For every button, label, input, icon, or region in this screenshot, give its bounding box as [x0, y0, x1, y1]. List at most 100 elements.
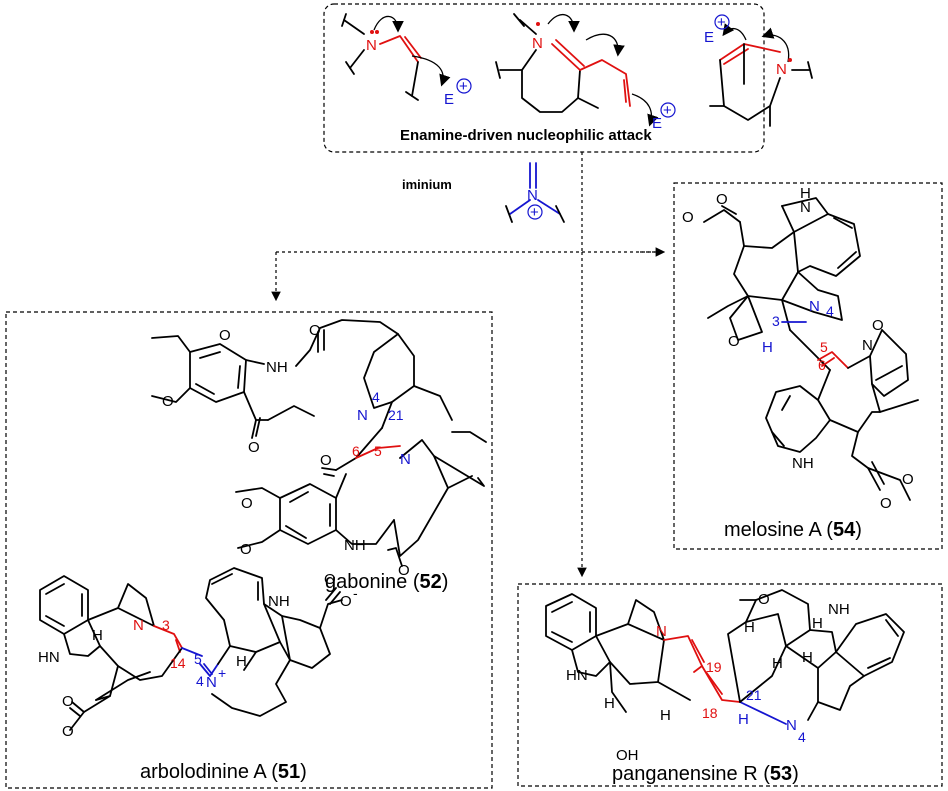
- enamine-structure-3: [709, 23, 813, 127]
- panganensine-num-19: 19: [706, 659, 722, 675]
- panganensine-oh: OH: [616, 747, 639, 764]
- charge-plus-3: +: [717, 14, 726, 31]
- melosine-num-3: 3: [772, 313, 780, 329]
- arbolodinine-minus: -: [353, 585, 358, 601]
- arbolodinine-o-4: O: [62, 723, 74, 740]
- melosine-o-4: O: [872, 317, 884, 334]
- gabonine-o-1: O: [219, 327, 231, 344]
- arbolodinine-n-red: N: [133, 617, 144, 634]
- gabonine-nh-1: NH: [266, 359, 288, 376]
- melosine-o-6: O: [880, 495, 892, 512]
- arbolodinine-o-2: O: [340, 593, 352, 610]
- panganensine-name: panganensine R (: [612, 763, 770, 785]
- panganensine-h-21: H: [738, 711, 749, 728]
- gabonine-o-7: O: [240, 541, 252, 558]
- electrophile-1: E: [444, 91, 454, 108]
- arbolodinine-num-3: 3: [162, 617, 170, 633]
- arbolodinine-n-plus: N: [206, 674, 217, 691]
- iminium-structure: [505, 162, 565, 223]
- arbolodinine-num-4: 4: [196, 673, 204, 689]
- gabonine-n-b: N: [400, 451, 411, 468]
- gabonine-num-5: 5: [374, 443, 382, 459]
- charge-circle-2: [660, 102, 676, 118]
- panganensine-hn: HN: [566, 667, 588, 684]
- panganensine-number: 53: [770, 763, 792, 785]
- melosine-n-4: N: [809, 298, 820, 315]
- melosine-num-4: 4: [826, 303, 834, 319]
- arbolodinine-num-14: 14: [170, 655, 186, 671]
- svg-text:melosine A (54): melosine A (54): [724, 519, 862, 541]
- melosine-nh: NH: [792, 455, 814, 472]
- melosine-close: ): [855, 519, 862, 541]
- panganensine-o: O: [758, 591, 770, 608]
- panganensine-h-2: H: [660, 707, 671, 724]
- electrophile-3: E: [704, 29, 714, 46]
- arbolodinine-structure: [39, 567, 343, 731]
- panganensine-n-red: N: [656, 623, 667, 640]
- melosine-box: [673, 182, 943, 550]
- melosine-n-2: N: [862, 337, 873, 354]
- iminium-charge-circle: [527, 204, 543, 220]
- atom-n-3: N: [776, 61, 787, 78]
- melosine-num-5: 5: [820, 339, 828, 355]
- panganensine-h-6: H: [772, 655, 783, 672]
- arbolodinine-h-1: H: [92, 627, 103, 644]
- lone-pair-dot-4: [788, 58, 792, 62]
- melosine-h-3: H: [762, 339, 773, 356]
- enamine-structure-1: [341, 13, 451, 101]
- gabonine-o-8: O: [398, 562, 410, 579]
- svg-text:arbolodinine A (51): arbolodinine A (51): [140, 761, 307, 783]
- atom-n-2: N: [532, 35, 543, 52]
- gabonine-num-4: 4: [372, 389, 380, 405]
- charge-circle-3: [714, 14, 730, 30]
- arbolodinine-close: ): [300, 761, 307, 783]
- gabonine-caption: gabonine (52): [325, 571, 448, 593]
- gabonine-n-4: N: [357, 407, 368, 424]
- panganensine-h-4: H: [812, 615, 823, 632]
- charge-circle-1: [456, 78, 472, 94]
- arbolodinine-h-2: H: [236, 653, 247, 670]
- arbolodinine-number: 51: [278, 761, 300, 783]
- panganensine-num-18: 18: [702, 705, 718, 721]
- gabonine-o-5: O: [320, 452, 332, 469]
- melosine-num-6: 6: [818, 357, 826, 373]
- panganensine-structure: [545, 589, 905, 725]
- enamine-title: Enamine-driven nucleophilic attack: [400, 127, 652, 144]
- gabonine-close: ): [442, 571, 449, 593]
- panganensine-close: ): [792, 763, 799, 785]
- panganensine-box: [517, 583, 943, 787]
- gabonine-o-4: O: [309, 322, 321, 339]
- panganensine-num-21: 21: [746, 687, 762, 703]
- melosine-o-2: O: [716, 191, 728, 208]
- arbolodinine-o-1: O: [324, 571, 336, 588]
- panganensine-num-4: 4: [798, 729, 806, 745]
- panganensine-h-1: H: [604, 695, 615, 712]
- arbolodinine-hn: HN: [38, 649, 60, 666]
- electrophile-2: E: [652, 115, 662, 132]
- melosine-o-1: O: [682, 209, 694, 226]
- enamine-box: N E + N E +: [323, 3, 813, 153]
- gabonine-o-6: O: [241, 495, 253, 512]
- melosine-structure: [703, 197, 919, 501]
- connector-arrows: [271, 152, 666, 578]
- gabonine-num-6: 6: [352, 443, 360, 459]
- panganensine-h-3: H: [744, 619, 755, 636]
- lone-pair-dot-2: [375, 30, 379, 34]
- left-compounds-box: [5, 311, 493, 789]
- arbolodinine-o-3: O: [62, 693, 74, 710]
- svg-text:panganensine R (53): panganensine R (53): [612, 763, 799, 785]
- gabonine-name: gabonine (: [325, 571, 420, 593]
- gabonine-o-3: O: [248, 439, 260, 456]
- melosine-name: melosine A (: [724, 519, 833, 541]
- iminium-charge-plus: +: [530, 204, 539, 221]
- gabonine-nh-2: NH: [344, 537, 366, 554]
- gabonine-number: 52: [420, 571, 442, 593]
- arbolodinine-caption: arbolodinine A (51): [140, 761, 307, 783]
- melosine-n-h: N: [800, 199, 811, 216]
- lone-pair-dot-3: [536, 22, 540, 26]
- melosine-o-5: O: [902, 471, 914, 488]
- svg-text:gabonine (52): gabonine (52): [325, 571, 448, 593]
- arbolodinine-nh: NH: [268, 593, 290, 610]
- arbolodinine-plus: +: [218, 665, 226, 681]
